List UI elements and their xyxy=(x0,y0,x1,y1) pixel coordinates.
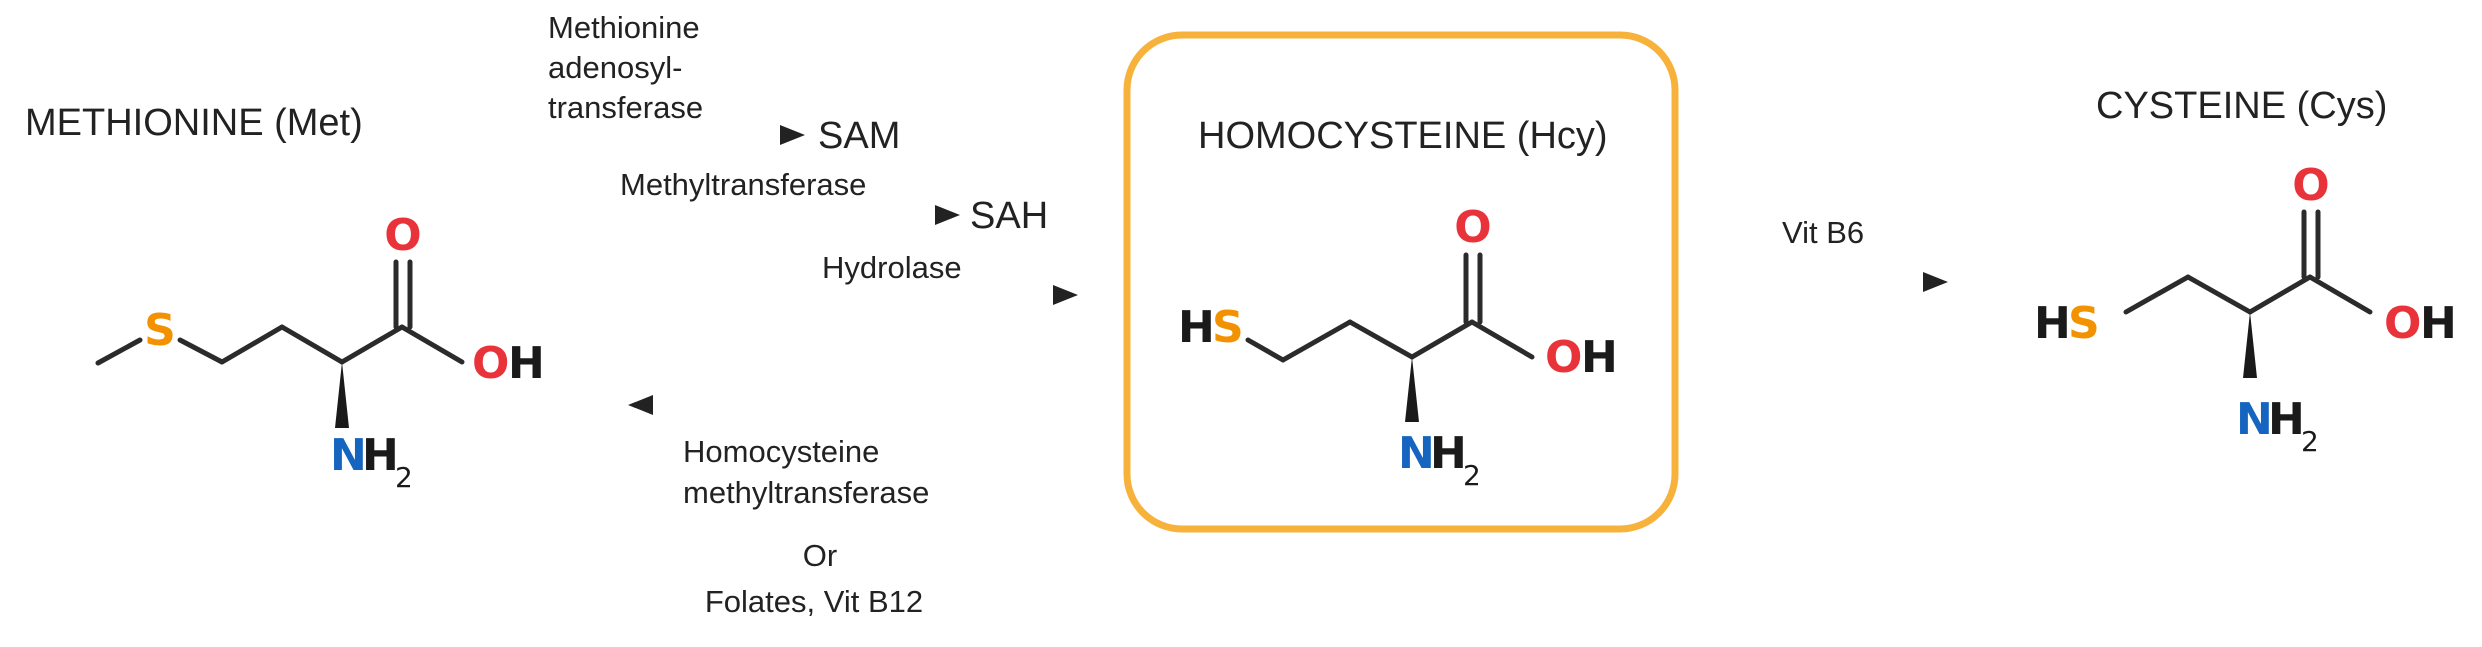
cysteine-wedge-bond xyxy=(2243,312,2257,378)
cysteine-thiol-hydrogen: H xyxy=(2034,298,2071,349)
methionine-amine-subscript: 2 xyxy=(395,461,413,494)
methionine-carbonyl-oxygen: O xyxy=(384,210,421,261)
label-or: Or xyxy=(803,538,837,573)
methionine-amine-hydrogen: H xyxy=(362,430,399,481)
methionine-hydroxyl-oxygen: O xyxy=(472,338,509,389)
homocysteine-hydroxyl-hydrogen: H xyxy=(1581,332,1618,383)
arrow-sah-to-hcy xyxy=(770,285,1078,305)
homocysteine-title: HOMOCYSTEINE (Hcy) xyxy=(1198,115,1608,157)
methionine-sulfur: S xyxy=(144,305,176,356)
arrow-hcy-to-met xyxy=(628,395,1045,415)
cofactor-label-vit-b6: Vit B6 xyxy=(1782,215,1864,250)
homocysteine-amine-subscript: 2 xyxy=(1463,459,1481,492)
cysteine-hydroxyl-oxygen: O xyxy=(2384,298,2421,349)
cofactor-label-folates-b12: Folates, Vit B12 xyxy=(705,584,923,619)
arrow-hcy-to-cys xyxy=(1752,272,1948,292)
methionine-structure xyxy=(95,259,465,366)
arrow-met-to-sam xyxy=(475,125,805,145)
homocysteine-structure xyxy=(1245,252,1535,363)
homocysteine-sulfur: S xyxy=(1212,302,1244,353)
homocysteine-carbonyl-oxygen: O xyxy=(1454,202,1491,253)
methionine-hydroxyl-hydrogen: H xyxy=(508,338,545,389)
homocysteine-amine-hydrogen: H xyxy=(1430,428,1467,479)
enzyme-label-hydrolase: Hydrolase xyxy=(822,250,962,285)
enzyme-label-mat-line3: transferase xyxy=(548,90,703,125)
methionine-wedge-bond xyxy=(335,362,349,428)
enzyme-label-mat-line2: adenosyl- xyxy=(548,50,682,85)
homocysteine-nitrogen: N xyxy=(1398,428,1435,479)
enzyme-label-remethylation-line1: Homocysteine xyxy=(683,434,879,469)
cysteine-amine-subscript: 2 xyxy=(2301,425,2319,458)
enzyme-label-remethylation-line2: methyltransferase xyxy=(683,475,929,510)
product-sah: SAH xyxy=(970,195,1048,237)
homocysteine-hydroxyl-oxygen: O xyxy=(1545,332,1582,383)
homocysteine-thiol-hydrogen: H xyxy=(1178,302,1215,353)
cysteine-amine-hydrogen: H xyxy=(2268,394,2305,445)
cysteine-title: CYSTEINE (Cys) xyxy=(2096,85,2387,127)
cysteine-hydroxyl-hydrogen: H xyxy=(2420,298,2457,349)
methionine-nitrogen: N xyxy=(330,430,367,481)
cysteine-sulfur: S xyxy=(2068,298,2100,349)
homocysteine-wedge-bond xyxy=(1405,357,1419,422)
cysteine-carbonyl-oxygen: O xyxy=(2292,160,2329,211)
cysteine-nitrogen: N xyxy=(2236,394,2273,445)
enzyme-label-mat-line1: Methionine xyxy=(548,10,700,45)
product-sam: SAM xyxy=(818,115,900,157)
enzyme-label-methyltransferase: Methyltransferase xyxy=(620,167,866,202)
methionine-title: METHIONINE (Met) xyxy=(25,102,363,144)
homocysteine-highlight-box xyxy=(1123,31,1679,533)
cysteine-structure xyxy=(2123,209,2373,315)
arrow-sam-to-sah xyxy=(628,205,960,225)
